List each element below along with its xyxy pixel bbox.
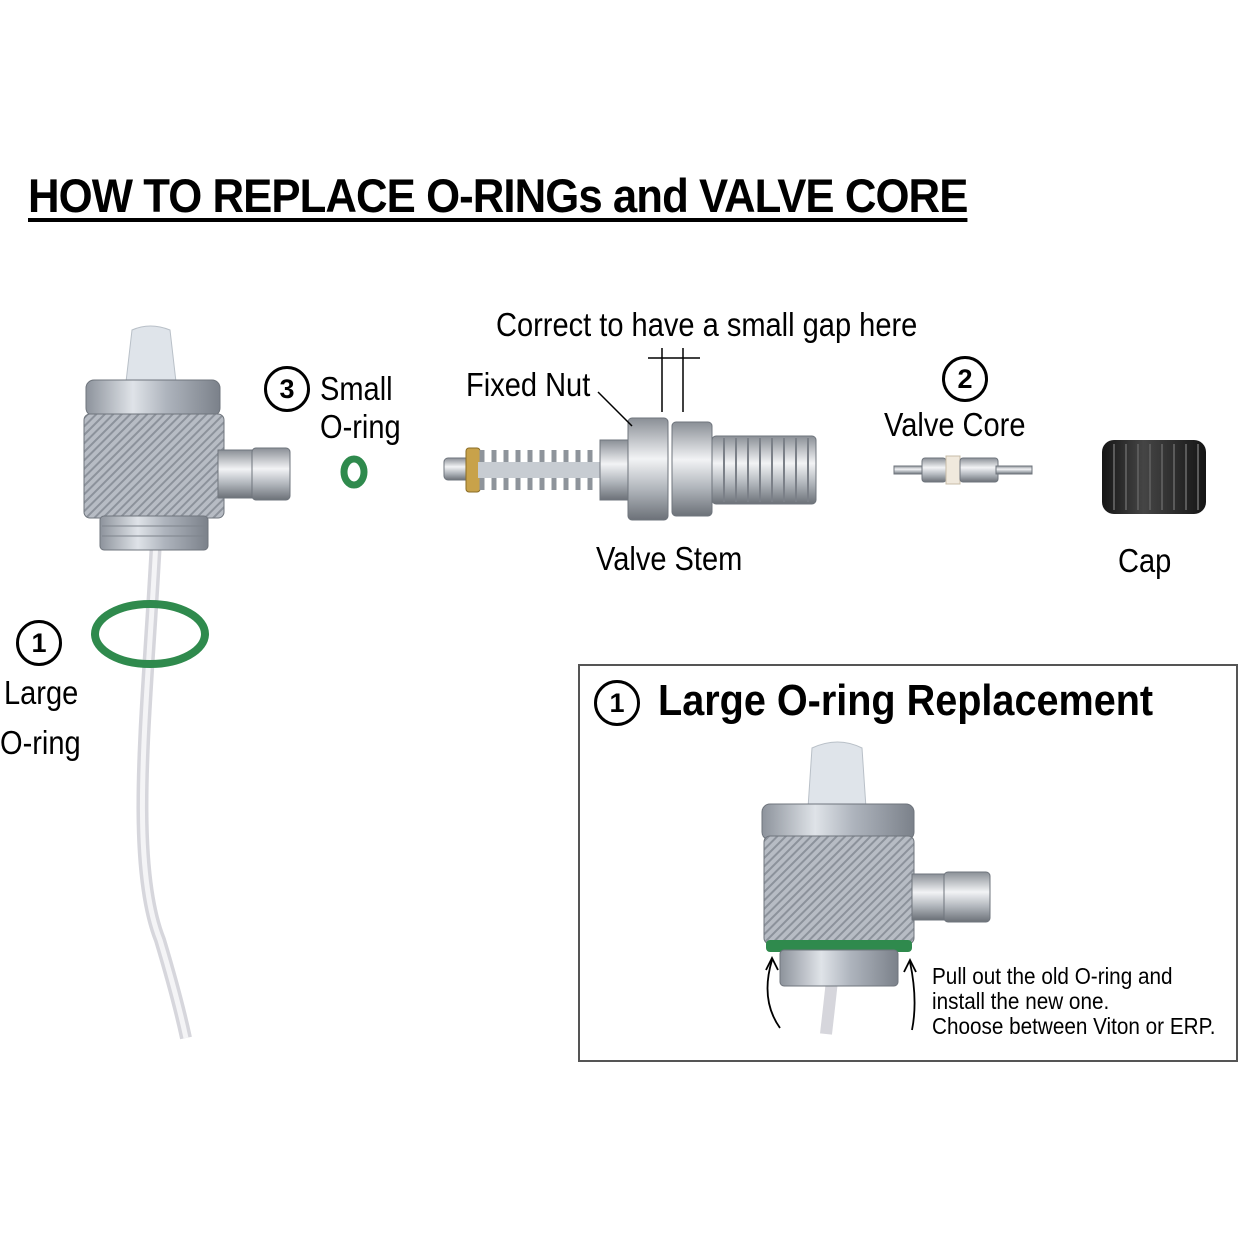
cap-part — [1102, 440, 1206, 514]
panel-note-line1: Pull out the old O-ring and — [932, 963, 1173, 989]
panel-note-line2: install the new one. — [932, 988, 1110, 1014]
adapter-panel — [761, 741, 991, 1035]
small-oring-label-line2: O-ring — [320, 408, 401, 445]
rotation-arrows — [765, 955, 917, 1031]
fixed-nut-leader — [597, 391, 633, 427]
large-oring-label-line2: O-ring — [0, 724, 81, 761]
small-oring — [340, 455, 368, 489]
panel-title: Large O-ring Replacement — [658, 676, 1154, 725]
panel-step-badge: 1 — [594, 680, 640, 726]
valve-stem — [443, 417, 817, 521]
valve-stem-label: Valve Stem — [596, 540, 743, 577]
valve-core-part — [893, 455, 1033, 485]
valve-core-label: Valve Core — [884, 406, 1026, 443]
gap-marker — [648, 348, 700, 412]
step-3-badge: 3 — [264, 366, 310, 412]
large-oring — [91, 600, 209, 668]
replacement-panel — [578, 664, 1238, 1062]
step-2-badge: 2 — [942, 356, 988, 402]
panel-note-line3: Choose between Viton or ERP. — [932, 1013, 1216, 1039]
gap-note-label: Correct to have a small gap here — [496, 306, 918, 343]
adapter-left — [83, 325, 291, 1040]
page-title: HOW TO REPLACE O-RINGs and VALVE CORE — [28, 169, 968, 222]
cap-label: Cap — [1118, 542, 1172, 579]
step-1-badge: 1 — [16, 620, 62, 666]
large-oring-label-line1: Large — [4, 674, 79, 711]
fixed-nut-label: Fixed Nut — [466, 366, 591, 403]
small-oring-label-line1: Small — [320, 370, 393, 407]
